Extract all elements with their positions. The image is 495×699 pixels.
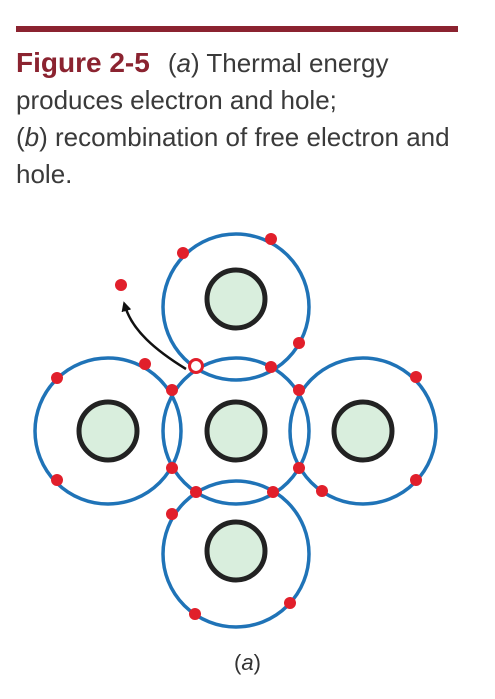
caption-a-letter: a xyxy=(176,48,191,78)
electron xyxy=(293,462,305,474)
nucleus-left xyxy=(76,399,140,463)
orbit-top xyxy=(161,232,311,382)
nucleus-bottom xyxy=(204,519,268,583)
electron xyxy=(177,247,189,259)
electron xyxy=(293,337,305,349)
figure-caption: Figure 2-5(a) Thermal energy produces el… xyxy=(16,44,476,193)
nucleus-top xyxy=(204,267,268,331)
sub-label-letter: a xyxy=(241,650,254,675)
electron xyxy=(51,474,63,486)
caption-a-text: ) Thermal energy produces electron and h… xyxy=(16,48,389,115)
escape-arrow xyxy=(121,301,187,371)
electron xyxy=(51,372,63,384)
electron xyxy=(265,233,277,245)
caption-b-letter: b xyxy=(24,122,40,152)
nucleus-center xyxy=(204,399,268,463)
electron xyxy=(293,384,305,396)
electron xyxy=(166,462,178,474)
sub-figure-label: (a) xyxy=(0,650,495,676)
electron xyxy=(190,486,202,498)
electron xyxy=(316,485,328,497)
electron xyxy=(265,361,277,373)
electrons xyxy=(51,233,422,620)
electron xyxy=(166,384,178,396)
figure-label: Figure 2-5 xyxy=(16,47,150,78)
electron xyxy=(267,486,279,498)
caption-a-open: ( xyxy=(167,48,177,78)
electron xyxy=(139,358,151,370)
sub-label-open: ( xyxy=(234,650,242,675)
caption-b-text: ) recombination of free electron and hol… xyxy=(16,122,450,189)
orbit-left xyxy=(33,356,183,506)
free-electron xyxy=(115,279,127,291)
hole xyxy=(188,358,204,374)
electron xyxy=(166,508,178,520)
sub-label-close: ) xyxy=(253,650,261,675)
electron xyxy=(284,597,296,609)
electron xyxy=(189,608,201,620)
orbits xyxy=(33,232,438,629)
caption-b-open: ( xyxy=(16,122,25,152)
orbit-center xyxy=(161,356,311,506)
nuclei xyxy=(76,267,395,583)
orbit-bottom xyxy=(161,479,311,629)
nucleus-right xyxy=(331,399,395,463)
electron xyxy=(410,474,422,486)
electron xyxy=(410,371,422,383)
orbit-right xyxy=(288,356,438,506)
top-rule xyxy=(16,26,458,32)
